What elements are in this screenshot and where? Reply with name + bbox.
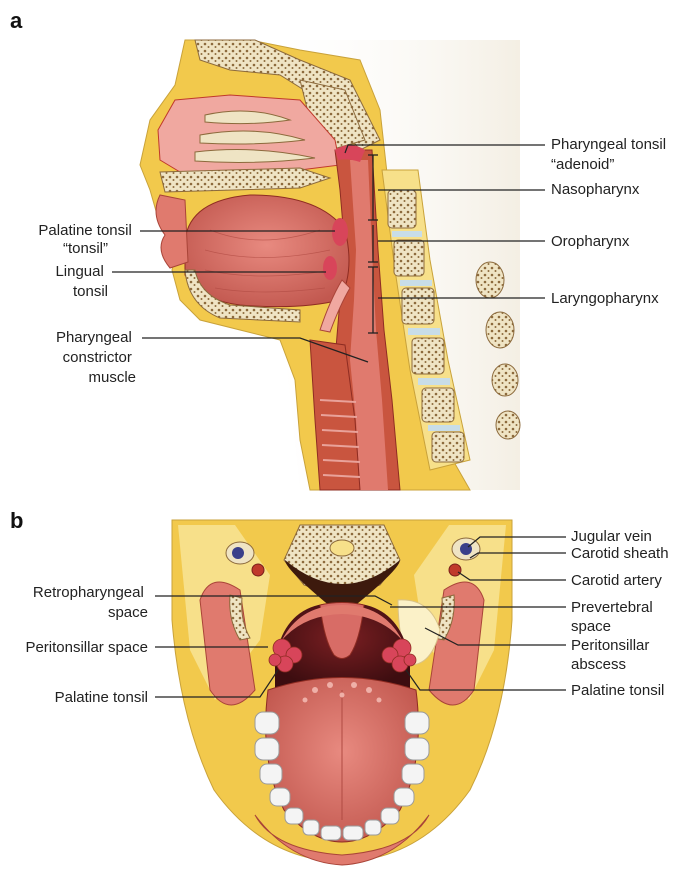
label-palatine-tonsil-a: Palatine tonsil “tonsil”: [38, 222, 136, 257]
label-palatine-tonsil-right-b: Palatine tonsil: [571, 682, 664, 699]
palatine-tonsil-a: [332, 218, 348, 246]
label-nasopharynx: Nasopharynx: [551, 181, 640, 198]
label-carotid-sheath: Carotid sheath: [571, 545, 669, 562]
panel-b: b: [10, 508, 669, 865]
label-jugular-vein: Jugular vein: [571, 528, 652, 545]
label-prevertebral-space: Prevertebral space: [571, 599, 657, 635]
label-pharyngeal-tonsil: Pharyngeal tonsil “adenoid”: [551, 136, 670, 173]
label-peritonsillar-space: Peritonsillar space: [25, 639, 148, 656]
label-lingual-tonsil: Lingual tonsil: [55, 263, 108, 300]
label-retropharyngeal-space: Retropharyngeal space: [33, 584, 148, 621]
panel-b-letter: b: [10, 508, 23, 533]
label-constrictor-muscle: Pharyngeal constrictor muscle: [56, 329, 136, 386]
label-laryngopharynx: Laryngopharynx: [551, 290, 659, 307]
label-oropharynx: Oropharynx: [551, 233, 630, 250]
label-peritonsillar-abscess: Peritonsillar abscess: [571, 637, 654, 673]
lingual-tonsil: [323, 256, 337, 280]
label-carotid-artery: Carotid artery: [571, 572, 662, 589]
panel-a-letter: a: [10, 8, 23, 33]
label-palatine-tonsil-left-b: Palatine tonsil: [55, 689, 148, 706]
pharyngeal-tonsil: [335, 145, 365, 162]
panel-a: a: [10, 8, 670, 490]
